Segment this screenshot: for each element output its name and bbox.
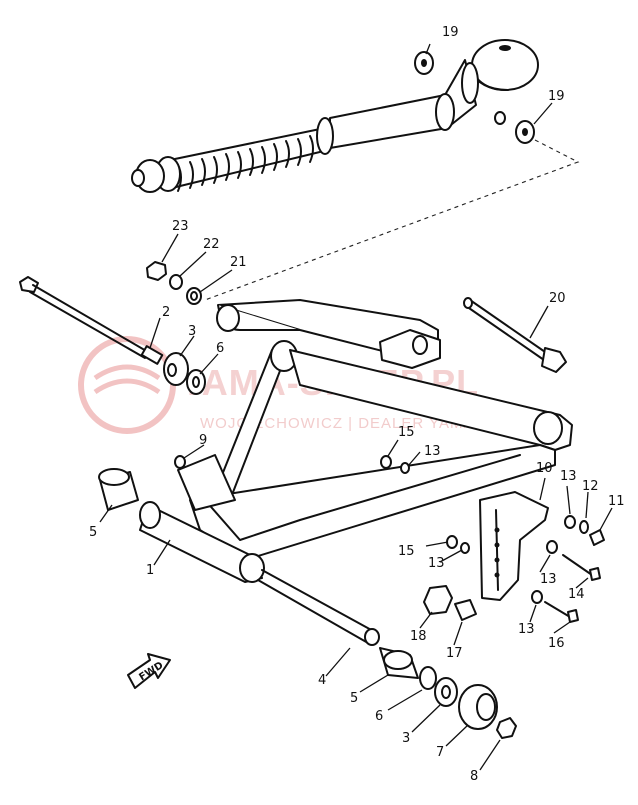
callout-10: 10 bbox=[536, 461, 553, 476]
spacer-17 bbox=[454, 599, 477, 621]
callout-23: 23 bbox=[172, 219, 189, 234]
washer-6-right bbox=[419, 666, 437, 690]
bracket-10 bbox=[479, 491, 549, 601]
callout-4: 4 bbox=[318, 673, 326, 688]
rubber-mount-18 bbox=[423, 585, 453, 615]
callout-19-upper: 19 bbox=[442, 25, 459, 40]
callout-19-lower: 19 bbox=[548, 89, 565, 104]
callout-5-left: 5 bbox=[89, 525, 97, 540]
callout-11: 11 bbox=[608, 494, 625, 509]
callout-16: 16 bbox=[548, 636, 565, 651]
callout-3-left: 3 bbox=[188, 324, 196, 339]
callout-13-upper: 13 bbox=[424, 444, 441, 459]
callout-22: 22 bbox=[203, 237, 220, 252]
callout-21: 21 bbox=[230, 255, 247, 270]
swingarm bbox=[139, 299, 573, 583]
nut-8 bbox=[496, 717, 517, 739]
callout-6-right: 6 bbox=[375, 709, 383, 724]
callout-3-right: 3 bbox=[402, 731, 410, 746]
callout-18: 18 bbox=[410, 629, 427, 644]
nut-washer-stack bbox=[146, 261, 202, 305]
callout-13-mid: 13 bbox=[428, 556, 445, 571]
callout-numbers: 19 19 23 22 21 20 2 3 6 9 5 15 13 10 13 … bbox=[89, 25, 625, 784]
rear-shock-absorber bbox=[131, 39, 539, 193]
pivot-shaft-4 bbox=[257, 569, 380, 646]
callout-1: 1 bbox=[146, 563, 154, 578]
bolt-20 bbox=[463, 297, 567, 373]
callout-15-upper: 15 bbox=[398, 425, 415, 440]
callout-2: 2 bbox=[162, 305, 170, 320]
callout-7: 7 bbox=[436, 745, 444, 760]
pivot-bolt bbox=[19, 276, 164, 365]
callout-13-bracket: 13 bbox=[540, 572, 557, 587]
callout-5-right: 5 bbox=[350, 691, 358, 706]
callout-14: 14 bbox=[568, 587, 585, 602]
callout-12: 12 bbox=[582, 479, 599, 494]
callout-17: 17 bbox=[446, 646, 463, 661]
callout-15-lower: 15 bbox=[398, 544, 415, 559]
forward-arrow-icon: FWD bbox=[127, 653, 171, 689]
leader-lines bbox=[99, 43, 613, 771]
callout-20: 20 bbox=[549, 291, 566, 306]
callout-9: 9 bbox=[199, 433, 207, 448]
watermark-subtitle: WOJCIECHOWICZ | DEALER YAMAHA bbox=[200, 415, 497, 432]
callout-13-lower: 13 bbox=[518, 622, 535, 637]
callout-8: 8 bbox=[470, 769, 478, 784]
callout-6-left: 6 bbox=[216, 341, 224, 356]
callout-13-right: 13 bbox=[560, 469, 577, 484]
